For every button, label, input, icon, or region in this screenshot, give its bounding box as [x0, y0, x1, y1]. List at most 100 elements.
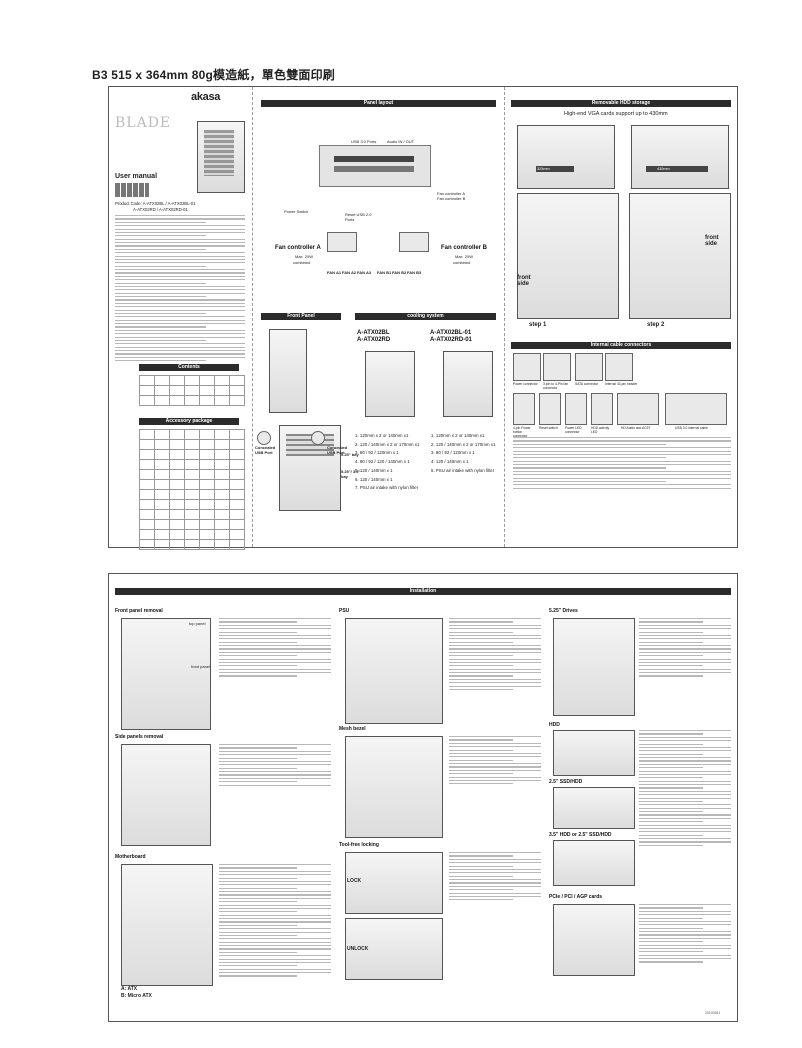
step2-label: step 2: [647, 322, 665, 328]
concealed-usb-left: Concealed USB Port: [255, 445, 276, 455]
ssd-image: [553, 787, 635, 829]
unlock-label: UNLOCK: [347, 946, 369, 952]
power-connector-image: [513, 353, 541, 381]
lock-label: LOCK: [347, 878, 362, 884]
hdd-led-image: [591, 393, 613, 425]
panel-layout-header: Panel layout: [261, 100, 496, 107]
drives525-text: [639, 618, 731, 679]
lock-image: [345, 852, 443, 914]
fan-b1: FAN B1: [377, 270, 392, 275]
reset-switch-image: [539, 393, 561, 425]
power-switch-label: Power Switch: [284, 209, 309, 214]
motherboard-text: [219, 864, 331, 979]
mb-micro-atx: B: Micro ATX: [121, 993, 152, 999]
usb30-label: USB 3.0 Ports: [351, 139, 377, 144]
side-panels-removal-title: Side panels removal: [115, 734, 164, 740]
model-left-1: A-ATX02BL: [357, 330, 390, 336]
fan-b2: FAN B2: [392, 270, 407, 275]
ssd-title: 2.5" SSD/HDD: [549, 779, 583, 785]
hdd-cage-image-2: [631, 125, 729, 189]
cable-label: 3-pin to 4-Pin fan connector: [543, 382, 569, 390]
front-panel-label: front panel: [191, 664, 210, 669]
hd-audio-image: [617, 393, 659, 425]
fan-ctrl-b-label: Fan controller B: [437, 196, 466, 201]
mesh-bezel-image: [345, 736, 443, 838]
cooling-diagram-left: [365, 351, 415, 417]
hdd-storage-subtitle: High-end VGA cards support up to 430mm: [564, 111, 668, 117]
front-panel-removal-image: [121, 618, 211, 730]
front-panel-removal-text: [219, 618, 331, 679]
hdd-text: [639, 730, 731, 848]
side-panels-removal-text: [219, 744, 331, 788]
model-right-1: A-ATX02BL-01: [430, 330, 472, 336]
cable-header: Internal cable connectors: [511, 342, 731, 349]
cooling-left-item: 4. 80 / 92 / 120 / 140mm x 1: [355, 459, 410, 465]
cooling-right-item: 4. 120 / 140mm x 1: [431, 459, 469, 465]
front-panel-case-image: [269, 329, 307, 413]
installation-header: Installation: [115, 588, 731, 595]
cooling-left-item: 1. 120mm x 2 or 140mm x1: [355, 433, 409, 438]
language-flags: [115, 183, 149, 197]
cooling-header: cooling system: [355, 313, 496, 320]
audio-label: Audio IN / OUT: [387, 139, 415, 144]
fold-line: [504, 87, 505, 547]
cooling-left-item: 7. PSU air intake with nylon filter: [355, 485, 419, 491]
cooling-left-item: 2. 120 / 140mm x 2 or 170mm x1: [355, 441, 420, 447]
cooling-right-item: 2. 120 / 140mm x 2 or 170mm x1: [431, 441, 496, 447]
cooling-left-item: 5. 120 / 140mm x 1: [355, 467, 393, 473]
fan-b-title: Fan controller B: [441, 245, 488, 251]
header-40pin-image: [605, 353, 633, 381]
cable-label: Internal 40-pin header: [605, 382, 638, 386]
product-code-2: A-ATX02RD / A-ATX02RD-01: [133, 207, 188, 212]
concealed-usb-left-zoom: [257, 431, 271, 445]
cable-label: HD Audio and AC97: [621, 426, 651, 430]
fan-connector-a: [327, 232, 357, 252]
usb30-cable-image: [665, 393, 727, 425]
mesh-bezel-title: Mesh bezel: [339, 726, 366, 732]
cable-label: Power connector: [513, 382, 538, 386]
product-logo: BLADE: [115, 115, 172, 131]
hdd35-image: [553, 840, 635, 886]
unlock-image: [345, 918, 443, 980]
concealed-usb-right: Concealed USB Port: [327, 445, 348, 455]
reset-usb-label: Reset USB 2.0 Ports: [345, 212, 372, 222]
cable-label: Reset switch: [539, 426, 558, 430]
concealed-usb-right-zoom: [311, 431, 325, 445]
fan-b3: FAN B3: [407, 270, 422, 275]
fan-connector-b: [399, 232, 429, 252]
hdd-storage-header: Removable HDD storage: [511, 100, 731, 107]
model-right-2: A-ATX02RD-01: [430, 337, 472, 343]
manual-sheet-back: Installation Front panel removal top pan…: [108, 573, 738, 1022]
mesh-bezel-text: [449, 736, 541, 787]
cable-label: SATA connector: [575, 382, 599, 386]
hdd-cage-image-1: [517, 125, 615, 189]
contents-table: [139, 375, 245, 406]
cable-label: HDD activity LED: [591, 426, 610, 434]
fan-connector-image: [543, 353, 571, 381]
bay-525: 5.25" bay: [341, 452, 359, 457]
contents-header: Contents: [139, 364, 239, 371]
toolfree-title: Tool-free locking: [339, 842, 379, 848]
user-manual-title: User manual: [115, 173, 158, 180]
dim-325: 325mm: [537, 167, 550, 171]
hdd-title: HDD: [549, 722, 560, 728]
page-number: 20100811: [705, 1011, 721, 1015]
front-side-label-2: front side: [517, 275, 531, 287]
cable-label: USB 3.0 internal cable: [675, 426, 708, 430]
side-panels-removal-image: [121, 744, 211, 846]
psu-title: PSU: [339, 608, 350, 614]
fan-a3: FAN A3: [357, 270, 372, 275]
cable-notes-text: [513, 437, 731, 491]
cover-notice-text: [115, 215, 245, 364]
mb-atx: A: ATX: [121, 986, 138, 992]
front-io-panel-image: [319, 145, 431, 187]
print-spec-title: B3 515 x 364mm 80g模造紙，單色雙面印刷: [92, 68, 336, 82]
step1-label: step 1: [529, 322, 547, 328]
cooling-list-left: 1. 120mm x 2 or 140mm x1 2. 120 / 140mm …: [355, 432, 419, 493]
brand-logo: akasa: [191, 91, 221, 103]
dim-430: 430mm: [657, 167, 670, 171]
accessory-header: Accessory package: [139, 418, 239, 425]
fan-a-max: Max. 20W: [295, 254, 314, 259]
fan-b-max: Max. 20W: [455, 254, 474, 259]
cable-label: 4-pin Power button connector: [513, 426, 531, 438]
